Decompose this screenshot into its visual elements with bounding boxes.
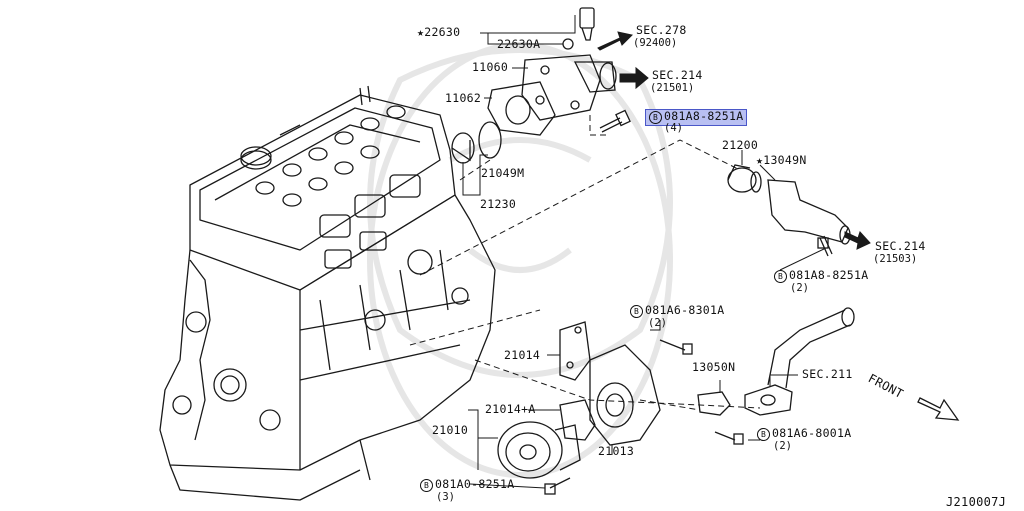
label-sec214-lower: SEC.214 <box>875 239 926 253</box>
label-sec278: SEC.278 <box>636 23 687 37</box>
label-sec214-lower-sub: (21503) <box>873 253 918 265</box>
diagram-id: J210007J <box>946 495 1007 509</box>
o-ring-21049m <box>478 121 502 159</box>
bolt-top <box>599 109 631 133</box>
gasket-13050n <box>697 391 731 416</box>
label-sec278-sub: (92400) <box>633 37 678 49</box>
leader-lines-dashed <box>409 115 761 411</box>
water-pump-21010 <box>497 421 581 479</box>
label-bolt-a0-qty: (3) <box>436 491 455 503</box>
arrow-sec214-upper <box>619 66 649 90</box>
label-bolt-6301-qty: (2) <box>648 317 667 329</box>
bolts-misc <box>544 339 744 495</box>
label-11060: 11060 <box>472 60 509 74</box>
label-21049m: 21049M <box>481 166 525 180</box>
label-13050n: 13050N <box>692 360 736 374</box>
bolt-b-icon: B <box>649 111 662 124</box>
water-outlet-13049n <box>767 179 851 257</box>
bracket-21014 <box>559 321 591 381</box>
arrow-sec278 <box>597 31 634 51</box>
label-13049n: ★13049N <box>756 153 807 167</box>
label-sec214-upper: SEC.214 <box>652 68 703 82</box>
bolt-b-icon: B <box>420 479 433 492</box>
label-22630: ★22630 <box>417 25 461 39</box>
bolt-6001-part: 081A6-8001A <box>772 426 852 440</box>
bolt-mid-part: 081A8-8251A <box>789 268 869 282</box>
label-bolt-top-qty: (4) <box>664 122 683 134</box>
label-sec214-upper-sub: (21501) <box>650 82 695 94</box>
label-bolt-6001-qty: (2) <box>773 440 792 452</box>
bolt-b-icon: B <box>774 270 787 283</box>
label-22630a: 22630A <box>497 37 541 51</box>
label-21014: 21014 <box>504 348 541 362</box>
gasket-21014a <box>559 399 596 441</box>
engine-block <box>159 85 496 501</box>
bolt-a0-part: 081A0-8251A <box>435 477 515 491</box>
label-bolt-mid-qty: (2) <box>790 282 809 294</box>
label-21230: 21230 <box>480 197 517 211</box>
bolt-top-part: 081A8-8251A <box>664 109 744 123</box>
temp-sensor-22630 <box>562 7 595 50</box>
arrow-sec214-lower <box>844 231 871 250</box>
front-arrow <box>917 397 960 421</box>
thermostat-21200 <box>727 164 762 193</box>
bolt-b-icon: B <box>630 305 643 318</box>
leader-lines <box>462 15 827 489</box>
gasket-11062 <box>487 81 556 136</box>
bolt-b-icon: B <box>757 428 770 441</box>
label-21010: 21010 <box>432 423 469 437</box>
label-21200: 21200 <box>722 138 759 152</box>
water-pump-housing-21013 <box>589 344 661 446</box>
label-21013: 21013 <box>598 444 635 458</box>
water-pipe-sec211 <box>744 307 855 416</box>
label-21014a: 21014+A <box>485 402 536 416</box>
label-sec211: SEC.211 <box>802 367 853 381</box>
label-11062: 11062 <box>445 91 482 105</box>
arrows <box>597 31 871 250</box>
thermostat-housing <box>521 54 617 121</box>
bolt-6301-part: 081A6-8301A <box>645 303 725 317</box>
